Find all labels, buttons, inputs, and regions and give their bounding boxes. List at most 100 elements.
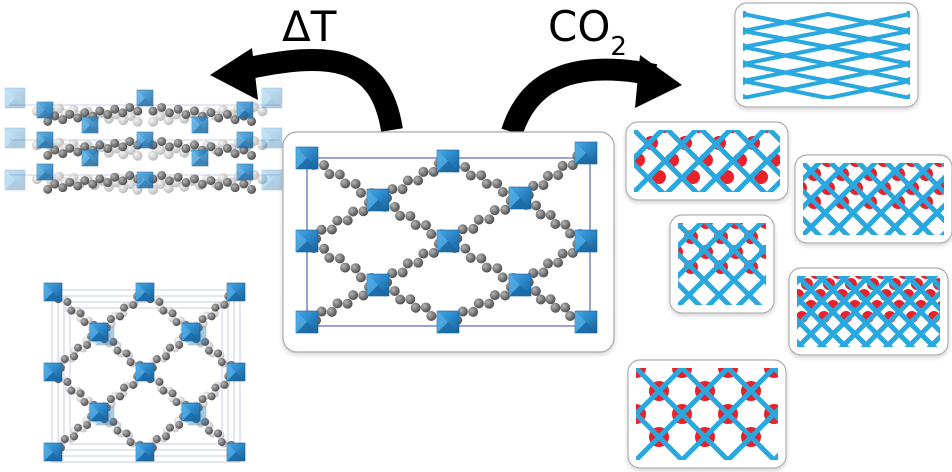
framework-strand [797,276,829,308]
framework-strand [820,368,912,460]
metal-node [236,101,254,119]
metal-node [574,310,598,334]
framework-strand [636,456,639,460]
framework-strand [803,163,851,211]
guest-molecule [841,256,853,268]
metal-node [508,186,532,210]
metal-node [191,116,209,134]
guest-molecule [833,381,853,401]
metal-node [226,282,246,302]
framework-strand [636,368,639,372]
guest-molecule [774,200,788,214]
framework-strand [314,368,406,460]
metal-node [226,362,246,382]
metal-node [261,127,283,149]
framework-strand [498,368,590,460]
co2-label: CO2 [548,6,627,61]
framework-strand [0,368,38,460]
framework-strand [268,368,360,460]
guest-molecule [810,358,830,378]
guest-molecule [654,230,668,244]
guest-molecule [741,335,761,355]
metal-node [43,362,63,382]
guest-molecule [580,358,600,378]
metal-node [261,169,283,191]
guest-molecule [602,102,616,116]
metal-node [366,188,390,212]
node-dot [743,43,747,51]
metal-node [295,146,319,170]
guest-molecule [639,215,653,229]
guest-molecule [819,256,831,268]
guest-molecule [589,119,603,133]
framework-strand [634,160,666,192]
metal-node [261,87,283,109]
heat-arrow [210,48,403,133]
framework-strand [826,12,910,33]
framework-strand [797,276,873,347]
guest-molecule [775,256,787,268]
metal-node [574,229,598,253]
metal-node [136,171,154,189]
framework-strand [883,174,944,235]
metal-node [574,141,598,165]
guest-molecule [649,335,669,355]
framework-strand [636,368,685,418]
node-dot [743,94,747,99]
metal-node [89,322,109,342]
guest-molecule [835,139,849,153]
guest-molecule [833,427,853,447]
metal-node [89,402,109,422]
guest-molecule [654,260,668,274]
guest-molecule [885,256,897,268]
framework-strand [705,244,766,305]
metal-node [136,89,154,107]
metal-node [436,149,460,173]
framework-strand [911,163,944,196]
framework-strand [664,130,734,192]
node-dot [743,27,747,35]
framework-strand [926,333,940,347]
framework-strand [634,130,700,192]
metal-node [136,131,154,149]
empty-framework-panel [734,2,919,108]
delta-t-text: ΔT [282,2,337,51]
guest-panel-3 [639,200,788,314]
node-dot [906,94,910,99]
framework-strand [314,368,406,460]
node-dot [906,60,910,68]
metal-node [135,282,155,302]
guest-molecule [639,245,653,259]
framework-strand [0,368,38,460]
framework-strand [743,45,830,66]
node-dot [743,11,747,18]
metal-node [36,101,54,119]
framework-strand [406,368,498,460]
organic-linker [449,243,519,283]
framework-strand [452,368,544,460]
framework-strand [698,130,768,192]
metal-node [4,87,26,109]
framework-strand [636,368,731,460]
framework-strand [826,62,910,83]
framework-strand [360,368,452,460]
framework-strand [733,223,766,256]
guest-molecule [814,136,828,150]
guest-panel-4 [775,256,949,356]
guest-molecule [793,119,807,133]
metal-node [43,282,63,302]
metal-node [36,131,54,149]
framework-strand [903,276,940,313]
guest-molecule [797,256,809,268]
framework-strand [925,276,940,291]
framework-strand [679,368,777,460]
guest-molecule [670,102,684,116]
guest-molecule [863,256,875,268]
guest-molecule [580,404,600,424]
framework-strand [912,368,952,460]
framework-strand [743,79,830,99]
metal-node [135,442,155,462]
guest-molecule [907,256,919,268]
framework-strand [268,368,360,460]
framework-strand [735,274,766,305]
